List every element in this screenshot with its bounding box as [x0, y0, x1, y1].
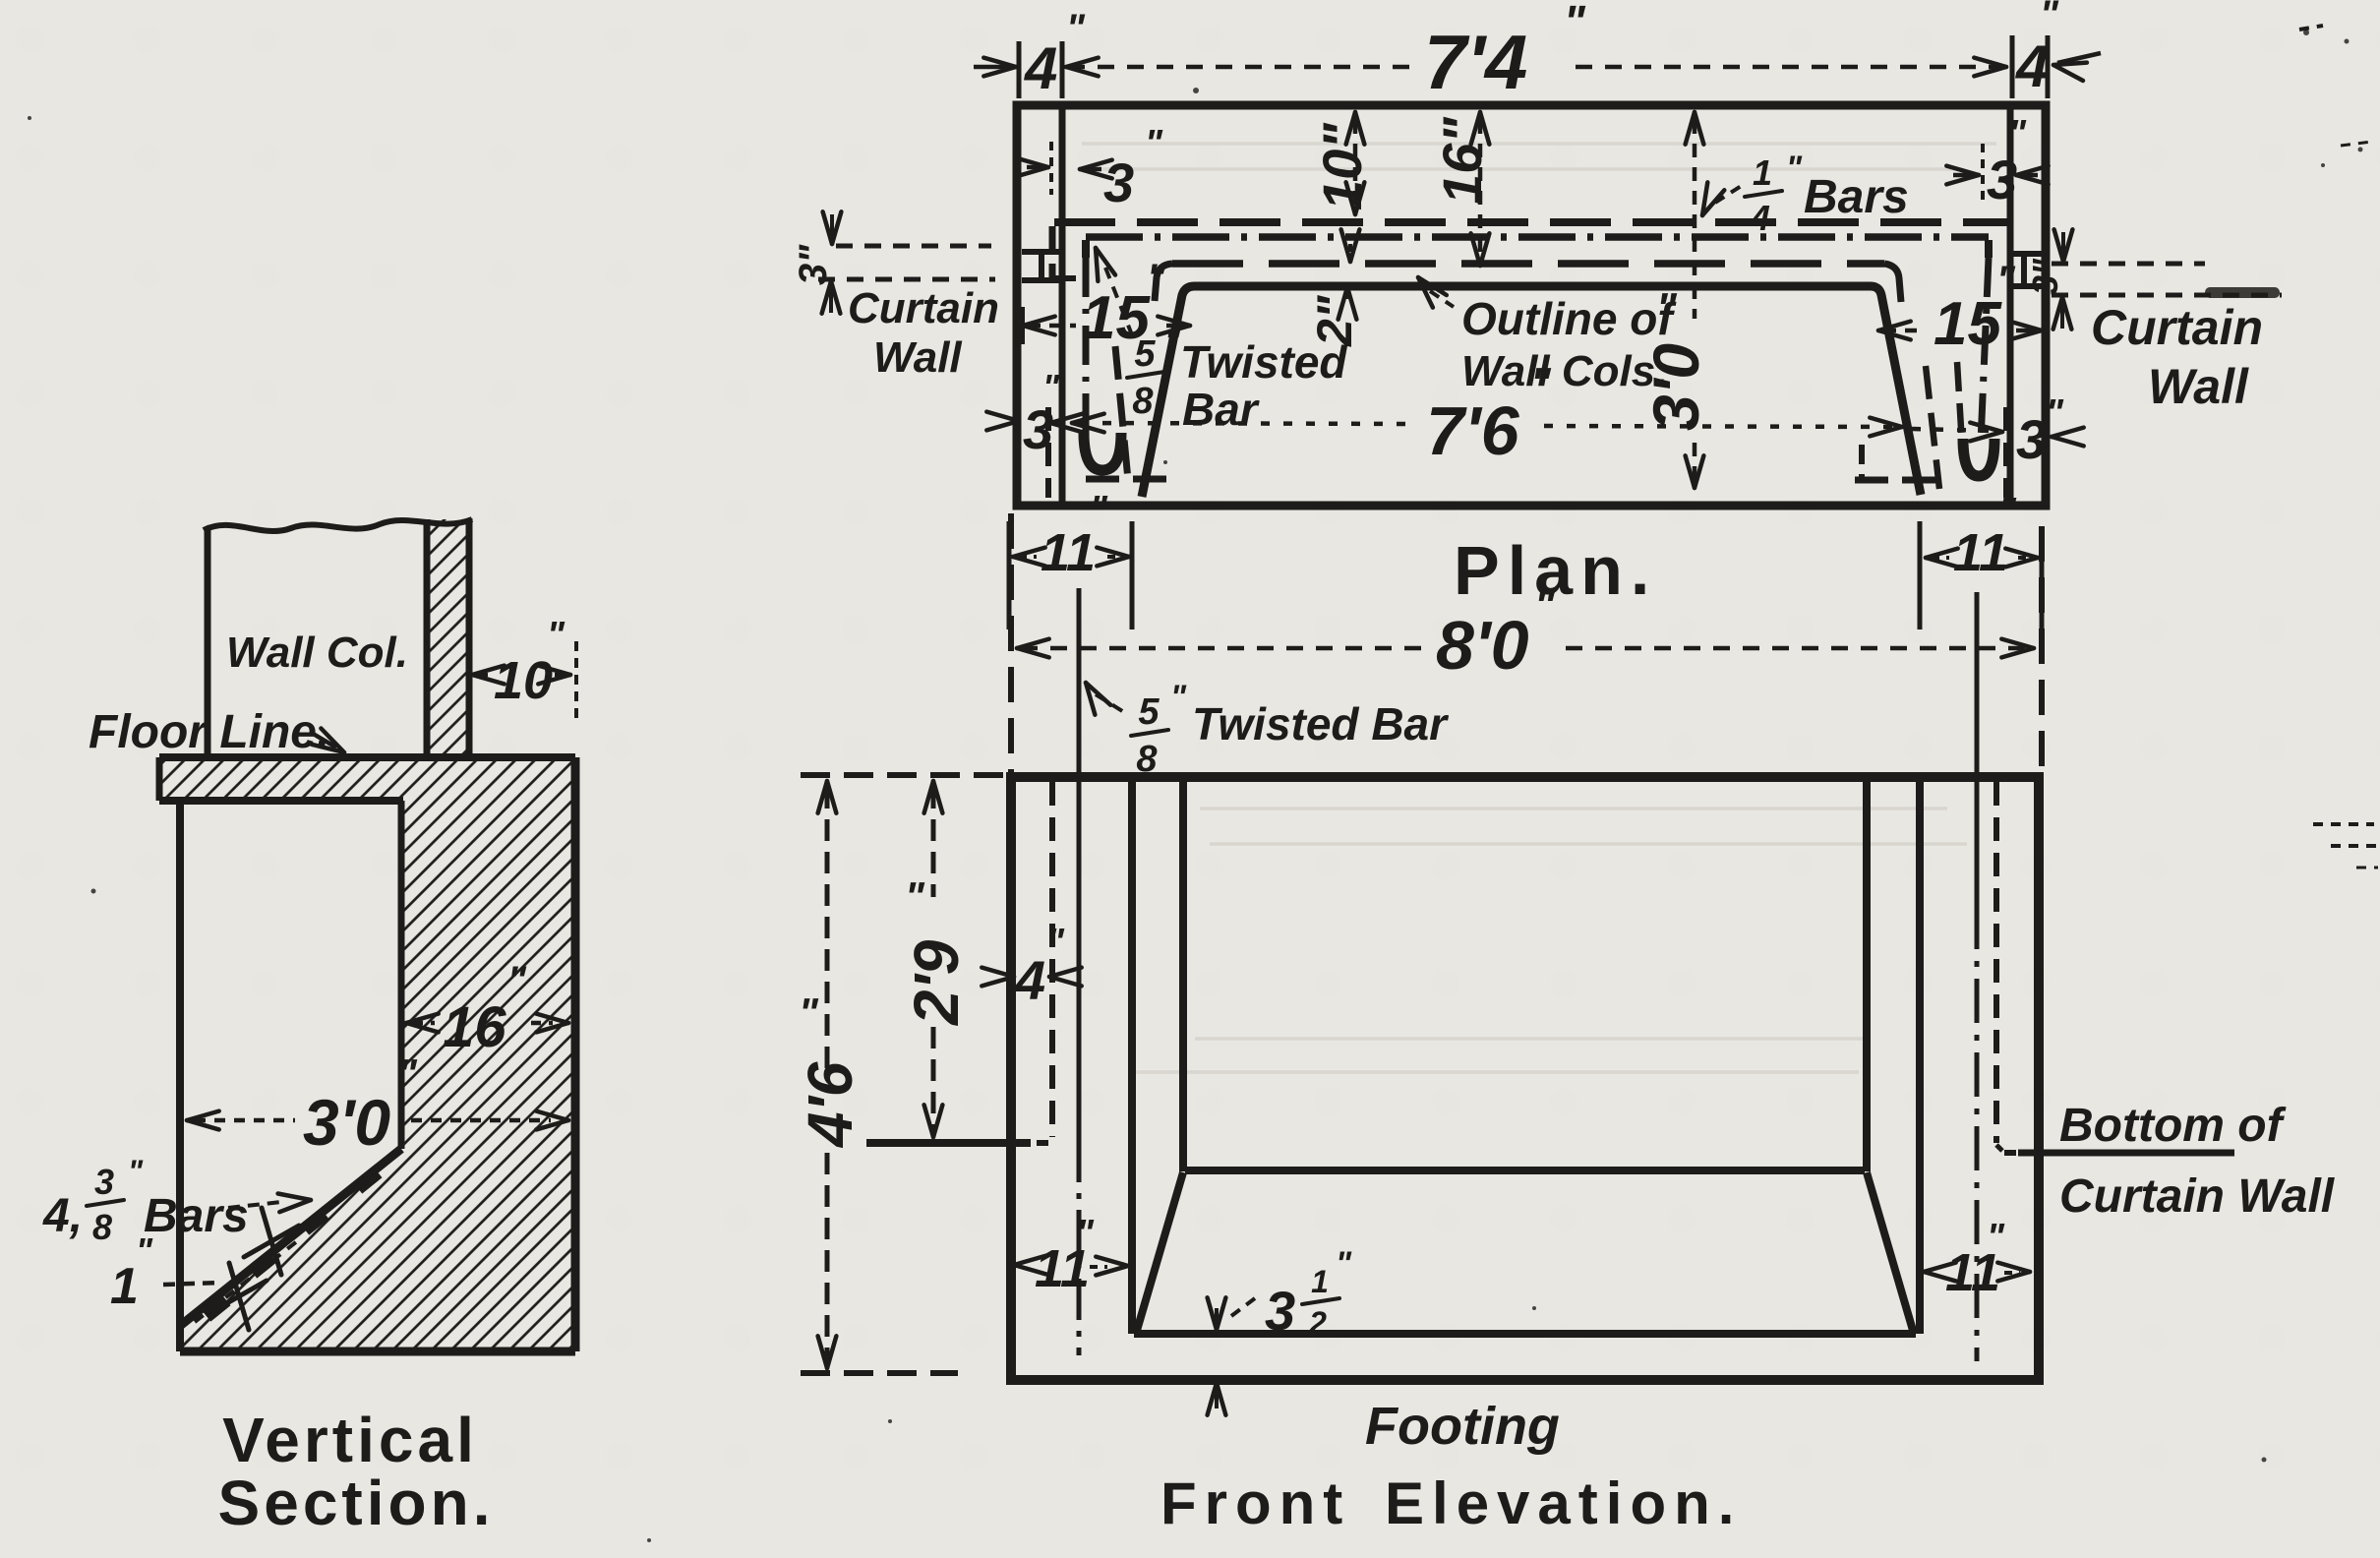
svg-text:": " — [905, 873, 925, 920]
svg-text:": " — [2046, 392, 2064, 434]
svg-text:Elevation.: Elevation. — [1385, 1470, 1742, 1536]
svg-text:": " — [1998, 491, 2017, 532]
svg-text:": " — [1564, 0, 1586, 47]
svg-text:5: 5 — [1134, 333, 1156, 375]
svg-text:Bars: Bars — [1804, 171, 1909, 223]
svg-text:": " — [1336, 1245, 1352, 1283]
svg-text:": " — [799, 989, 819, 1036]
svg-text:Bar: Bar — [1182, 384, 1260, 435]
svg-text:7'6: 7'6 — [1426, 392, 1520, 469]
svg-text:Section.: Section. — [218, 1468, 495, 1538]
svg-text:8'0: 8'0 — [1436, 607, 1529, 684]
svg-text:": " — [1656, 284, 1678, 332]
svg-text:8: 8 — [92, 1207, 112, 1247]
svg-text:3: 3 — [1023, 398, 1053, 460]
svg-text:Footing: Footing — [1365, 1397, 1560, 1456]
svg-text:": " — [1786, 150, 1803, 187]
svg-text:Curtain Wall: Curtain Wall — [2059, 1170, 2336, 1223]
svg-text:Curtain: Curtain — [848, 284, 999, 332]
svg-text:3: 3 — [1265, 1280, 1295, 1342]
svg-text:": " — [128, 1154, 144, 1189]
svg-text:4: 4 — [1014, 949, 1045, 1011]
svg-text:": " — [1534, 581, 1556, 629]
svg-text:8: 8 — [1136, 739, 1158, 780]
svg-text:Vertical: Vertical — [222, 1405, 478, 1475]
svg-text:Outline of: Outline of — [1461, 293, 1677, 344]
svg-text:Front: Front — [1160, 1470, 1350, 1536]
svg-text:Wall: Wall — [2148, 359, 2249, 414]
svg-text:15: 15 — [1934, 290, 2002, 358]
svg-text:3'0: 3'0 — [303, 1086, 390, 1159]
svg-text:Curtain: Curtain — [2091, 300, 2263, 355]
svg-text:": " — [1164, 323, 1181, 360]
svg-text:4: 4 — [1750, 198, 1770, 238]
svg-text:3": 3" — [792, 244, 835, 285]
svg-text:2'9: 2'9 — [901, 939, 972, 1026]
svg-text:16: 16 — [443, 995, 506, 1059]
svg-text:Bottom of: Bottom of — [2059, 1100, 2287, 1152]
svg-text:3'0: 3'0 — [1639, 343, 1712, 431]
svg-text:": " — [1996, 259, 2016, 302]
svg-text:11: 11 — [1035, 1239, 1090, 1298]
svg-text:Floor Line.: Floor Line. — [89, 706, 329, 758]
svg-text:2: 2 — [1308, 1305, 1327, 1341]
svg-text:Wall Cols.: Wall Cols. — [1461, 347, 1667, 395]
svg-text:3: 3 — [1103, 151, 1134, 213]
svg-text:": " — [1042, 367, 1060, 407]
svg-text:Wall: Wall — [873, 333, 962, 382]
svg-text:": " — [1147, 257, 1166, 300]
svg-text:": " — [547, 615, 565, 656]
svg-text:1: 1 — [1311, 1264, 1329, 1299]
svg-text:1: 1 — [110, 1258, 139, 1315]
svg-text:3: 3 — [1987, 149, 2017, 210]
svg-text:": " — [1066, 7, 1086, 50]
svg-text:11: 11 — [1041, 523, 1096, 582]
svg-text:4,: 4, — [42, 1190, 83, 1242]
svg-text:Twisted Bar: Twisted Bar — [1192, 698, 1449, 749]
svg-text:11: 11 — [1945, 1243, 2000, 1302]
svg-text:8: 8 — [1132, 381, 1154, 422]
svg-text:": " — [1145, 123, 1163, 164]
svg-text:Twisted: Twisted — [1180, 336, 1347, 388]
svg-text:Wall Col.: Wall Col. — [226, 629, 408, 677]
svg-text:2": 2" — [1307, 294, 1362, 347]
svg-text:": " — [1987, 1217, 2005, 1258]
svg-text:1: 1 — [1753, 152, 1772, 193]
svg-text:4: 4 — [1024, 35, 1057, 101]
svg-text:5: 5 — [1138, 691, 1160, 733]
svg-text:Plan.: Plan. — [1454, 532, 1657, 609]
svg-text:3: 3 — [94, 1162, 114, 1202]
svg-text:4'6: 4'6 — [795, 1061, 865, 1149]
svg-text:": " — [397, 1050, 418, 1097]
svg-text:": " — [2040, 0, 2059, 36]
svg-text:": " — [1090, 489, 1108, 530]
svg-text:3": 3" — [2025, 258, 2065, 295]
svg-text:Bars: Bars — [144, 1190, 249, 1242]
svg-text:": " — [1170, 679, 1187, 716]
svg-text:16": 16" — [1431, 116, 1493, 205]
svg-text:10": 10" — [1311, 122, 1373, 210]
svg-text:": " — [2008, 113, 2027, 154]
svg-text:": " — [507, 959, 527, 1002]
svg-text:11: 11 — [1953, 523, 2008, 582]
svg-text:": " — [136, 1230, 153, 1271]
svg-text:4: 4 — [2015, 33, 2049, 99]
svg-text:": " — [1530, 359, 1552, 407]
svg-text:": " — [1046, 922, 1065, 963]
svg-text:7'4: 7'4 — [1424, 19, 1527, 105]
svg-text:3: 3 — [2016, 408, 2047, 470]
svg-text:": " — [1076, 1213, 1095, 1254]
